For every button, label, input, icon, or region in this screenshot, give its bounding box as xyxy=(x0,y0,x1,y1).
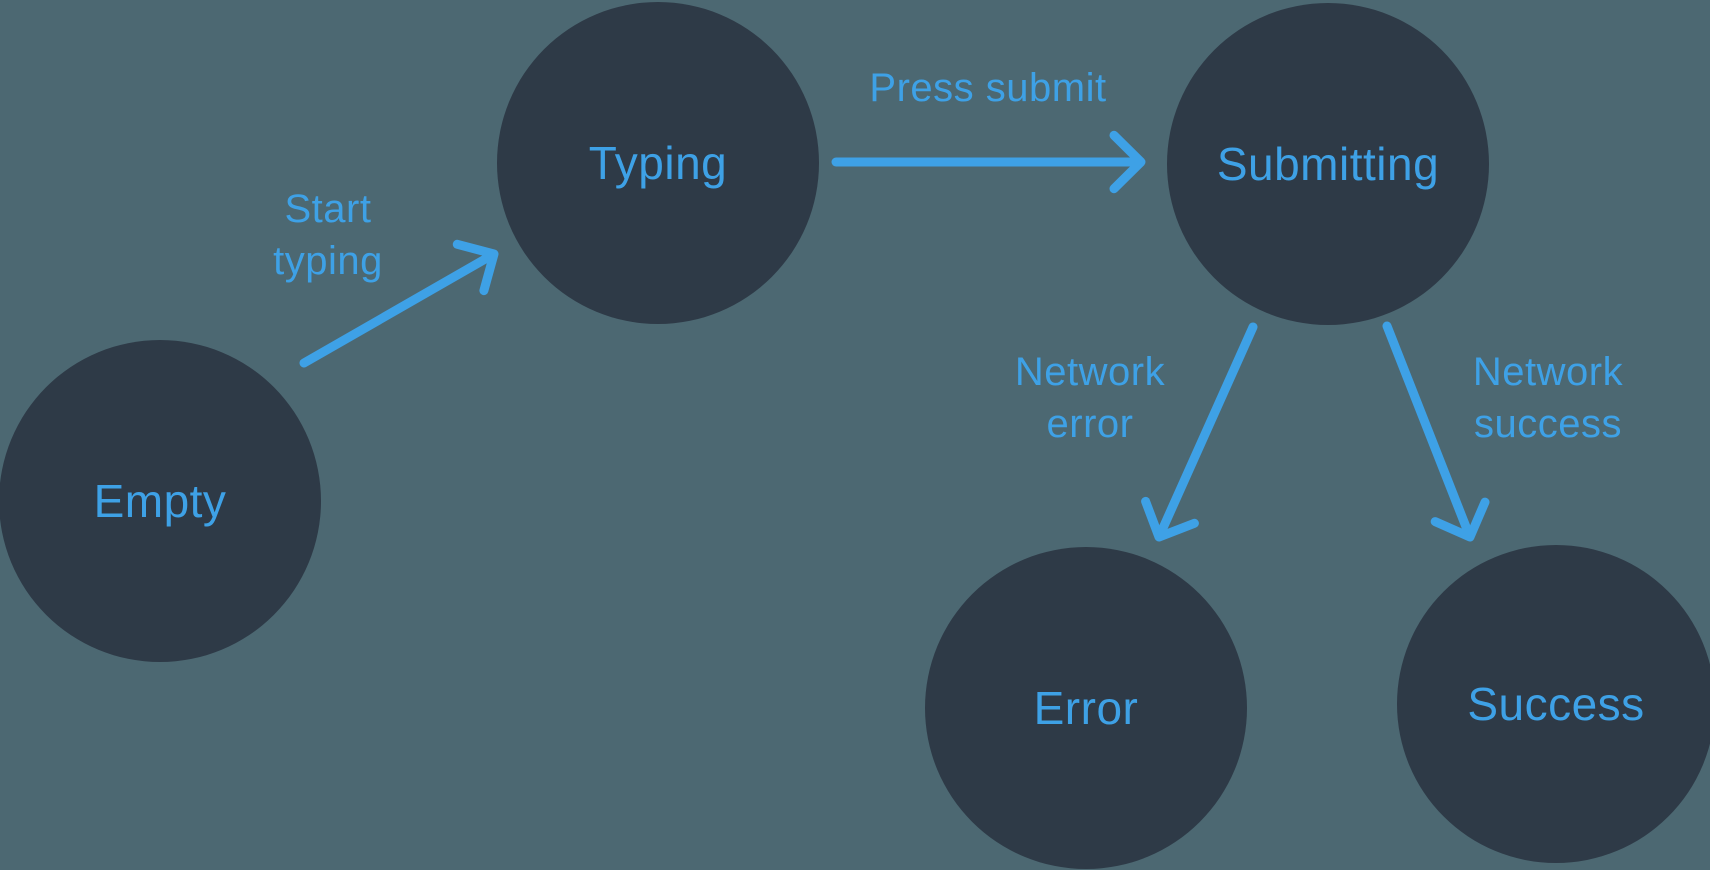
transition-label-press-submit: Press submit xyxy=(869,66,1106,110)
state-node-success: Success xyxy=(1397,545,1710,863)
transition-arrow-shaft xyxy=(1382,321,1473,537)
state-label-success: Success xyxy=(1467,678,1644,730)
state-node-submitting: Submitting xyxy=(1167,3,1489,325)
state-node-error: Error xyxy=(925,547,1247,869)
transition-arrowhead-icon xyxy=(1141,496,1199,542)
transition-arrow-shaft xyxy=(1156,322,1258,537)
state-label-empty: Empty xyxy=(94,475,227,527)
transition-arrowhead-icon xyxy=(1109,130,1146,194)
state-node-typing: Typing xyxy=(497,2,819,324)
transition-arrowhead-icon xyxy=(1430,497,1490,542)
transition-arrowhead-icon xyxy=(452,239,499,296)
state-circle-error xyxy=(925,547,1247,869)
state-label-typing: Typing xyxy=(589,137,728,189)
state-circle-submitting xyxy=(1167,3,1489,325)
state-label-submitting: Submitting xyxy=(1217,138,1439,190)
transition-arrow-shaft xyxy=(299,251,495,368)
state-circle-success xyxy=(1397,545,1710,863)
state-label-error: Error xyxy=(1034,682,1139,734)
state-node-empty: Empty xyxy=(0,340,321,662)
transition-press-submit: Press submit xyxy=(831,66,1146,194)
state-circle-typing xyxy=(497,2,819,324)
state-circle-empty xyxy=(0,340,321,662)
